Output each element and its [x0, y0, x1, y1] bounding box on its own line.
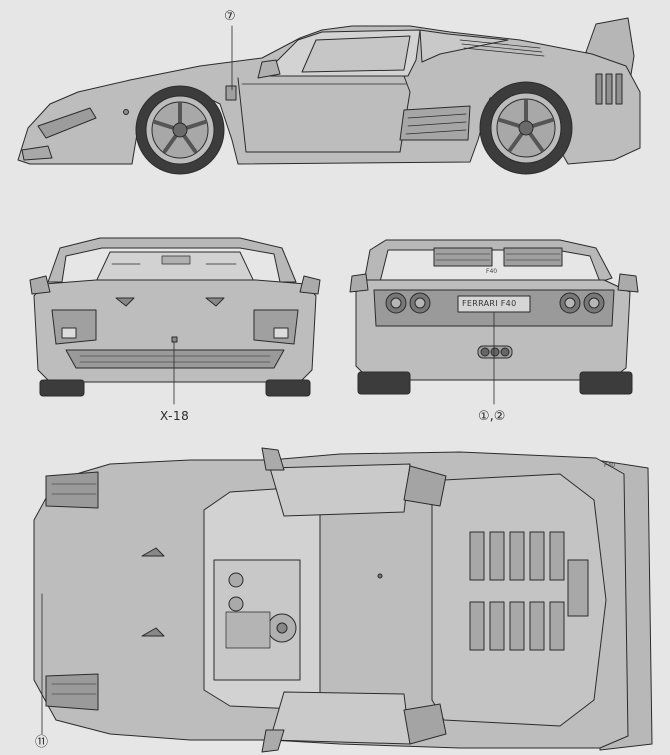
callout-side-part: ⑦ — [224, 9, 236, 24]
callout-front-part: X-18 — [160, 409, 190, 423]
front-view — [29, 237, 321, 405]
callout-rear-parts: ①,② — [478, 409, 506, 424]
callout-top-part: ⑪ — [35, 735, 49, 750]
top-engine-louvres — [469, 531, 589, 651]
rear-view — [349, 239, 639, 405]
rear-number-plate-text: FERRARI F40 — [462, 299, 517, 308]
side-rear-wheel — [479, 81, 573, 175]
side-view — [17, 17, 641, 175]
side-front-wheel — [135, 85, 225, 175]
rear-engine-script: F40 — [486, 268, 498, 275]
top-rear-badge: F40 — [604, 462, 616, 469]
top-view — [33, 447, 653, 753]
